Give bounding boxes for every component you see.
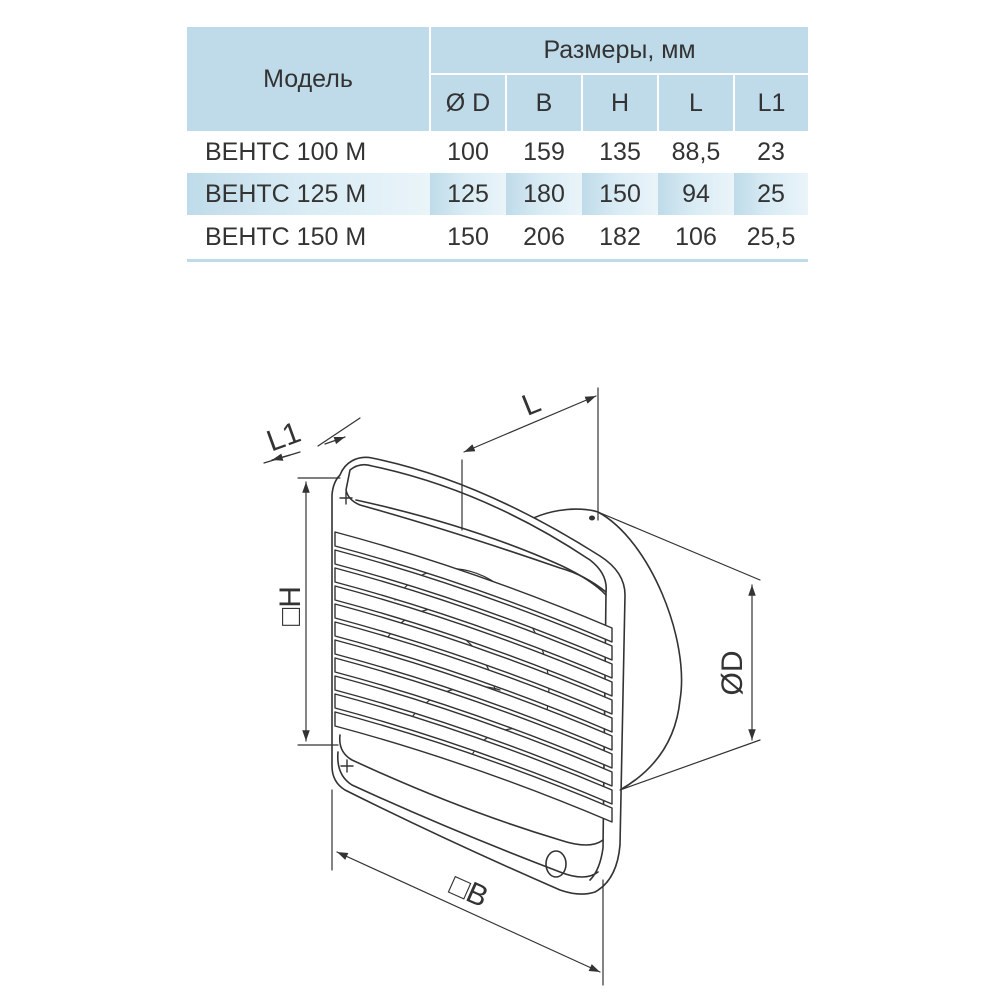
screw-markers bbox=[339, 491, 354, 773]
label-h: □H bbox=[274, 586, 307, 626]
model-column-header: Модель bbox=[187, 27, 431, 131]
table-subheader-row: Ø D B H L L1 bbox=[187, 74, 809, 131]
model-cell: ВЕНТС 150 М bbox=[187, 215, 430, 262]
value-cell: 206 bbox=[506, 215, 582, 262]
dimension-b bbox=[331, 789, 604, 986]
column-header-h: H bbox=[582, 74, 659, 131]
table-row: ВЕНТС 100 М 100 159 135 88,5 23 bbox=[187, 131, 808, 173]
column-header-l: L bbox=[658, 74, 735, 131]
column-header-d: Ø D bbox=[430, 74, 507, 131]
table-row: ВЕНТС 125 М 125 180 150 94 25 bbox=[187, 173, 809, 215]
value-cell: 159 bbox=[523, 137, 565, 166]
dimensions-column-header: Размеры, мм bbox=[430, 27, 809, 75]
bottom-cap bbox=[338, 734, 604, 846]
value-cell: 125 bbox=[430, 173, 506, 215]
value-cell: 94 bbox=[658, 173, 734, 215]
value-cell: 88,5 bbox=[671, 137, 721, 166]
dimension-h bbox=[297, 477, 341, 746]
value-cell: 106 bbox=[658, 215, 734, 262]
louver-grille bbox=[334, 531, 613, 823]
table-header-row: Модель Размеры, мм bbox=[187, 27, 809, 131]
value-cell: 150 bbox=[582, 173, 658, 215]
value-cell: 100 bbox=[447, 137, 489, 166]
dimension-l1 bbox=[263, 417, 361, 464]
value-cell: 182 bbox=[582, 215, 658, 262]
value-cell: 180 bbox=[506, 173, 582, 215]
value-cell: 150 bbox=[430, 215, 506, 262]
column-header-b: B bbox=[506, 74, 583, 131]
model-cell: ВЕНТС 100 М bbox=[205, 137, 367, 166]
dimension-d bbox=[597, 511, 761, 791]
column-header-l1: L1 bbox=[734, 74, 809, 131]
model-cell: ВЕНТС 125 М bbox=[187, 173, 430, 215]
table-row: ВЕНТС 150 М 150 206 182 106 25,5 bbox=[187, 215, 809, 262]
value-cell: 135 bbox=[599, 137, 641, 166]
label-d: ØD bbox=[716, 651, 749, 696]
dimensions-table: Модель Размеры, мм Ø D B H L L1 ВЕНТС 10… bbox=[187, 27, 809, 262]
label-l: L bbox=[518, 386, 546, 423]
value-cell: 25 bbox=[734, 173, 809, 215]
dimension-l bbox=[461, 387, 599, 531]
label-b: □B bbox=[445, 868, 493, 914]
value-cell: 23 bbox=[757, 137, 785, 166]
value-cell: 25,5 bbox=[734, 215, 809, 262]
